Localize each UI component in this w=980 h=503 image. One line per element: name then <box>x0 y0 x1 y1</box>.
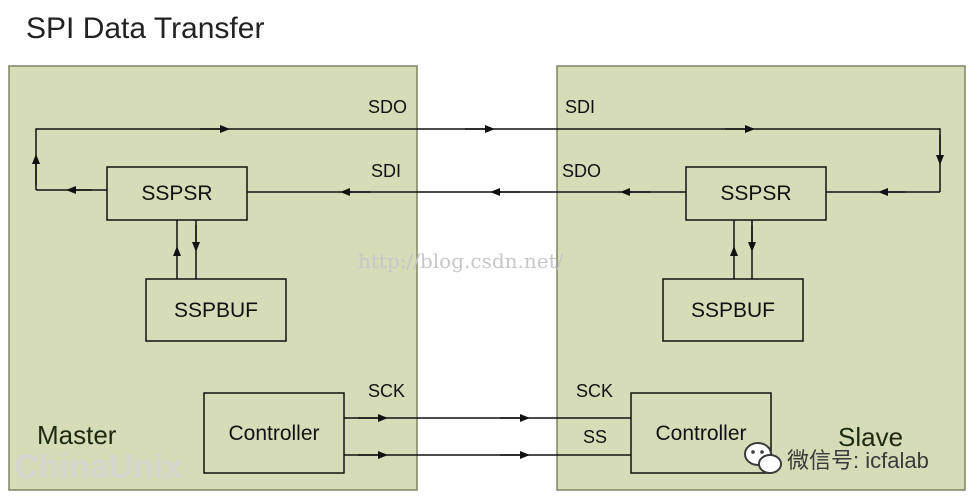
slave-sck-label: SCK <box>576 381 613 401</box>
url-watermark: http://blog.csdn.net/ <box>358 249 564 273</box>
master-sdo-label: SDO <box>368 97 407 117</box>
master-sspsr-label: SSPSR <box>141 182 212 205</box>
slave-sspbuf-box <box>662 278 804 342</box>
master-label: Master <box>37 420 117 450</box>
slave-sdi-label: SDI <box>565 97 595 117</box>
wechat-watermark: 微信号: icfalab <box>787 448 929 473</box>
master-sspsr-box <box>106 166 248 221</box>
diagram-title: SPI Data Transfer <box>26 12 264 45</box>
slave-sspbuf-label: SSPBUF <box>691 299 775 322</box>
slave-sdo-label: SDO <box>562 161 601 181</box>
slave-label: Slave <box>838 422 903 452</box>
slave-controller-label: Controller <box>655 422 746 445</box>
slave-ss-label: SS <box>583 427 607 447</box>
master-controller-label: Controller <box>228 422 319 445</box>
master-controller-box <box>203 392 345 474</box>
brand-watermark: ChinaUnix <box>14 448 182 486</box>
slave-sspsr-label: SSPSR <box>720 182 791 205</box>
master-sck-label: SCK <box>368 381 405 401</box>
wechat-icon <box>744 442 782 474</box>
master-sdi-label: SDI <box>371 161 401 181</box>
master-sspbuf-box <box>145 278 287 342</box>
master-sspbuf-label: SSPBUF <box>174 299 258 322</box>
slave-sspsr-box <box>685 166 827 221</box>
